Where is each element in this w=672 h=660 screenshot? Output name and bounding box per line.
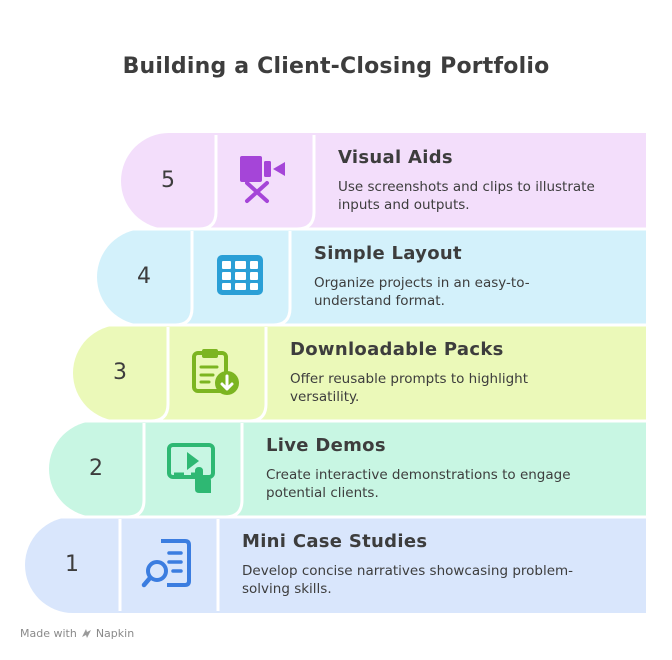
document-search-icon bbox=[141, 539, 191, 588]
step-3-description: Offer reusable prompts to highlight vers… bbox=[290, 371, 529, 405]
step-4-band bbox=[97, 229, 646, 325]
step-3-text: Downloadable Packs Offer reusable prompt… bbox=[290, 339, 630, 406]
clipboard-download-icon bbox=[192, 349, 239, 395]
napkin-logo-icon bbox=[81, 629, 91, 638]
step-2-text: Live Demos Create interactive demonstrat… bbox=[266, 435, 606, 502]
step-1-title: Mini Case Studies bbox=[242, 531, 428, 552]
made-with-label: Made with bbox=[20, 627, 77, 640]
napkin-brand: Napkin bbox=[95, 627, 135, 640]
video-off-icon bbox=[240, 156, 285, 203]
step-2-description: Create interactive demonstrations to eng… bbox=[266, 467, 571, 501]
step-4-description: Organize projects in an easy-to-understa… bbox=[314, 275, 530, 309]
step-3-number: 3 bbox=[113, 360, 127, 385]
step-5-description: Use screenshots and clips to illustrate … bbox=[338, 179, 595, 213]
step-5-text: Visual Aids Use screenshots and clips to… bbox=[338, 147, 672, 214]
step-separators bbox=[49, 135, 646, 611]
step-5-number: 5 bbox=[161, 168, 175, 193]
step-1-text: Mini Case Studies Develop concise narrat… bbox=[242, 531, 582, 598]
step-4-title: Simple Layout bbox=[314, 243, 462, 264]
step-2-number: 2 bbox=[89, 456, 103, 481]
step-3-band bbox=[73, 325, 646, 421]
interactive-play-icon bbox=[167, 443, 215, 493]
footer-credit[interactable]: Made with Napkin bbox=[20, 627, 134, 640]
step-1-number: 1 bbox=[65, 552, 79, 577]
step-4-text: Simple Layout Organize projects in an ea… bbox=[314, 243, 654, 310]
step-2-title: Live Demos bbox=[266, 435, 386, 456]
step-4-number: 4 bbox=[137, 264, 151, 289]
step-5-title: Visual Aids bbox=[338, 147, 453, 168]
step-1-description: Develop concise narratives showcasing pr… bbox=[242, 563, 574, 597]
grid-layout-icon bbox=[217, 255, 263, 295]
step-3-title: Downloadable Packs bbox=[290, 339, 504, 360]
page-title: Building a Client-Closing Portfolio bbox=[122, 54, 550, 79]
